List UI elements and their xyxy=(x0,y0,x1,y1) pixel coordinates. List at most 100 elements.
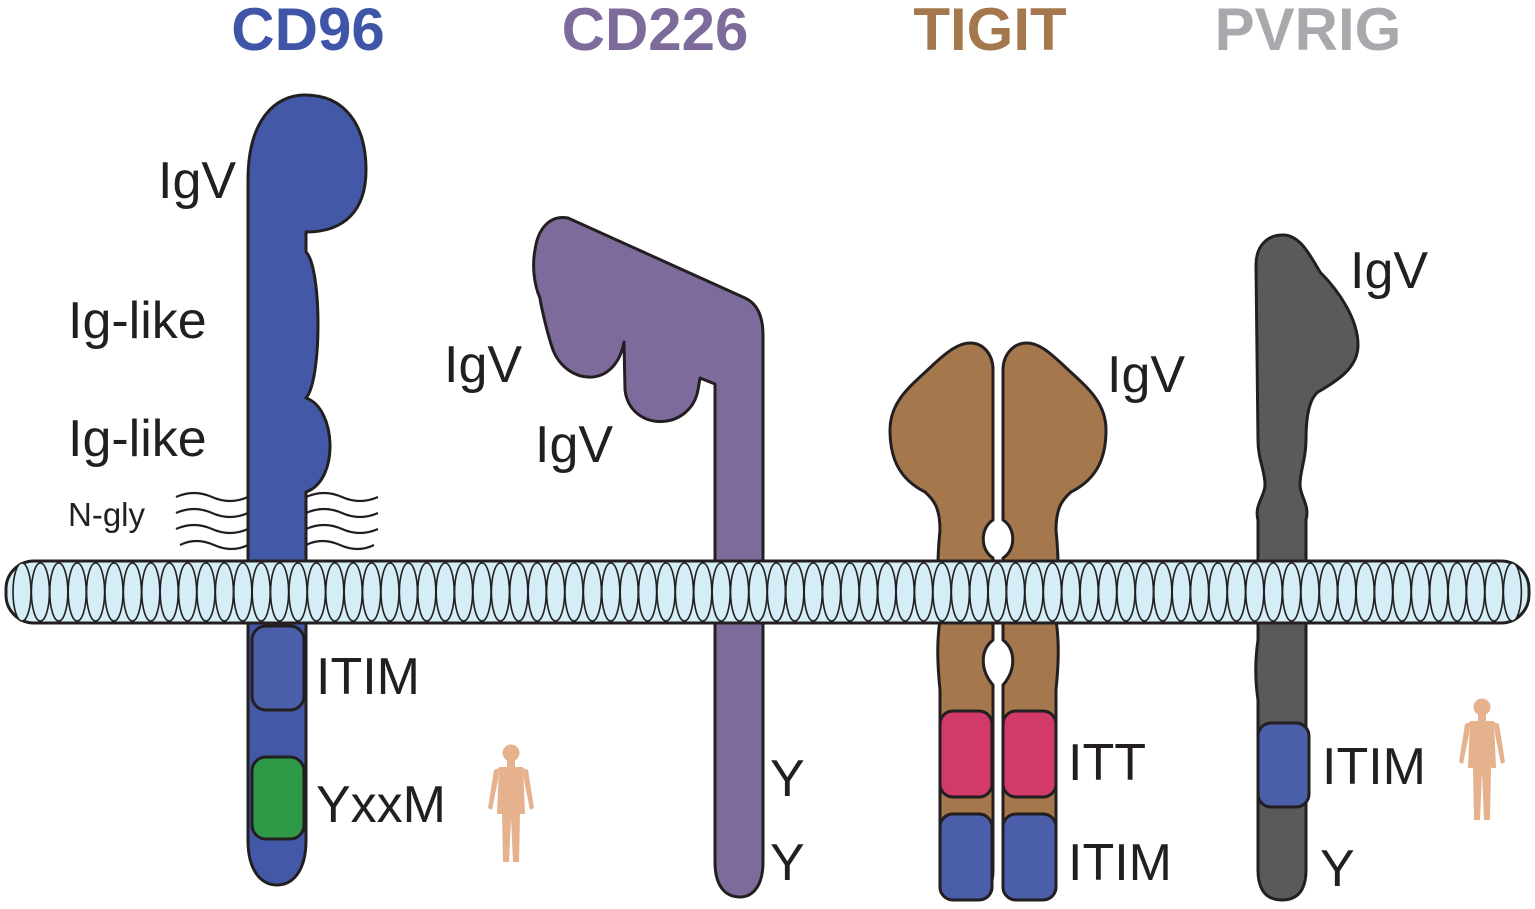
cd226-y-label-2: Y xyxy=(770,834,805,892)
membrane-lipid xyxy=(269,562,290,622)
membrane-lipid xyxy=(1116,562,1136,622)
membrane-lipid xyxy=(324,562,345,622)
membrane-lipid xyxy=(85,562,106,622)
cell-membrane xyxy=(4,559,1531,625)
membrane-lipid xyxy=(1465,562,1486,622)
membrane-lipid xyxy=(196,562,216,622)
membrane-lipid xyxy=(104,562,124,622)
membrane-lipid xyxy=(821,562,842,622)
membrane-lipid xyxy=(692,562,713,622)
cd226-igv-label-2: IgV xyxy=(535,416,613,474)
membrane-lipid xyxy=(803,562,824,622)
membrane-lipid xyxy=(1263,562,1283,622)
membrane-lipid xyxy=(1005,562,1026,622)
cd96-ngly-label: N-gly xyxy=(68,496,146,533)
membrane-lipid xyxy=(472,562,492,622)
membrane-lipid xyxy=(1373,562,1394,622)
pvrig-itim-box xyxy=(1256,721,1311,809)
tigit-itim-label: ITIM xyxy=(1068,834,1172,892)
membrane-lipid xyxy=(1392,562,1412,622)
cd96-itim-label: ITIM xyxy=(316,648,420,706)
membrane-lipid xyxy=(656,562,676,622)
tigit-itim-box-right xyxy=(1001,812,1058,902)
cd226-receptor: IgV IgV Y Y xyxy=(444,216,805,899)
membrane-lipid xyxy=(48,562,69,622)
cd96-iglike-label-1: Ig-like xyxy=(68,292,207,350)
membrane-lipid xyxy=(968,562,989,622)
membrane-lipid xyxy=(67,562,87,622)
membrane-lipid xyxy=(1447,562,1467,622)
membrane-lipid xyxy=(1281,562,1302,622)
membrane-lipid xyxy=(508,562,529,622)
cd96-title: CD96 xyxy=(231,0,384,63)
membrane-lipid xyxy=(932,562,952,622)
membrane-lipid xyxy=(12,562,32,622)
membrane-lipid xyxy=(380,562,400,622)
membrane-lipid xyxy=(784,562,805,622)
membrane-lipid xyxy=(490,562,511,622)
membrane-lipid xyxy=(1171,562,1191,622)
membrane-lipid xyxy=(435,562,456,622)
membrane-lipid xyxy=(1097,562,1118,622)
membrane-lipid xyxy=(674,562,695,622)
n-glycan-left-squiggle xyxy=(175,491,249,551)
membrane-lipid xyxy=(30,562,51,622)
cd226-title: CD226 xyxy=(562,0,749,63)
membrane-lipid xyxy=(1300,562,1320,622)
pvrig-receptor: IgV ITIM Y xyxy=(1254,233,1505,902)
cd226-y-label-1: Y xyxy=(770,750,805,808)
membrane-lipid xyxy=(527,562,548,622)
membrane-lipid xyxy=(416,562,437,622)
cd96-iglike-label-2: Ig-like xyxy=(68,410,207,468)
human-figure-icon xyxy=(488,744,534,862)
membrane-lipid xyxy=(895,562,916,622)
membrane-lipid xyxy=(1079,562,1099,622)
membrane-lipid xyxy=(233,562,253,622)
membrane-lipid xyxy=(214,562,235,622)
membrane-lipid xyxy=(1429,562,1449,622)
pvrig-title: PVRIG xyxy=(1215,0,1402,63)
cd96-itim-box xyxy=(250,624,306,712)
membrane-lipid xyxy=(361,562,382,622)
membrane-lipid xyxy=(711,562,732,622)
tigit-itim-box-left xyxy=(938,812,994,902)
membrane-lipid xyxy=(582,562,603,622)
membrane-lipid xyxy=(840,562,860,622)
membrane-lipid xyxy=(141,562,161,622)
tigit-itt-box-left xyxy=(938,709,994,799)
membrane-lipid xyxy=(1318,562,1339,622)
membrane-lipid xyxy=(766,562,787,622)
membrane-lipid xyxy=(288,562,308,622)
pvrig-igv-label: IgV xyxy=(1350,242,1428,300)
membrane-lipid xyxy=(987,562,1008,622)
membrane-lipid xyxy=(729,562,750,622)
membrane-lipid xyxy=(1153,562,1173,622)
membrane-lipid xyxy=(600,562,621,622)
membrane-lipid xyxy=(876,562,897,622)
membrane-lipid xyxy=(1502,562,1523,622)
membrane-lipid xyxy=(1484,562,1504,622)
membrane-lipid xyxy=(251,562,272,622)
tigit-igv-label: IgV xyxy=(1107,346,1185,404)
membrane-lipid xyxy=(545,562,566,622)
membrane-lipid xyxy=(122,562,143,622)
membrane-lipid xyxy=(1024,562,1044,622)
membrane-lipid xyxy=(1355,562,1375,622)
membrane-lipid xyxy=(1337,562,1357,622)
pvrig-y-label: Y xyxy=(1320,840,1355,898)
membrane-lipid xyxy=(398,562,419,622)
membrane-lipid xyxy=(159,562,179,622)
pvrig-itim-label: ITIM xyxy=(1322,738,1426,796)
membrane-lipid xyxy=(1061,562,1081,622)
membrane-lipid xyxy=(619,562,640,622)
n-glycan-right-squiggle xyxy=(305,491,379,551)
membrane-lipid xyxy=(637,562,658,622)
cd96-receptor: IgV Ig-like Ig-like N-gly ITIM YxxM xyxy=(68,93,534,887)
membrane-lipid xyxy=(1226,562,1247,622)
cd226-body xyxy=(532,216,765,899)
human-figure-icon xyxy=(1459,698,1505,820)
cd226-igv-label-1: IgV xyxy=(444,336,522,394)
membrane-lipid xyxy=(1189,562,1210,622)
tigit-itt-box-right xyxy=(1001,709,1058,799)
